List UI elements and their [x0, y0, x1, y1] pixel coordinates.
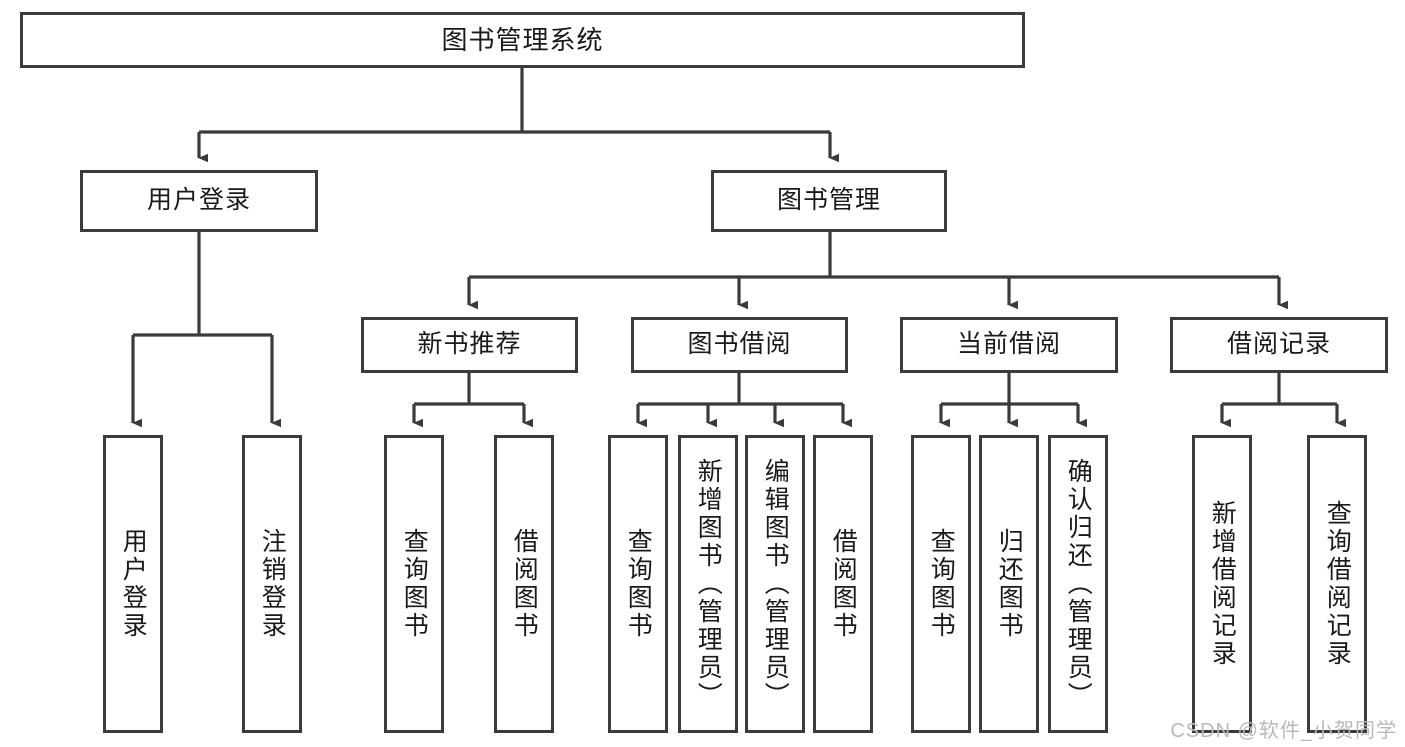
node-borrow-record[interactable]: 借阅记录	[1170, 317, 1388, 373]
node-label: 查询图书	[927, 528, 956, 640]
node-user-login[interactable]: 用户登录	[80, 170, 318, 232]
node-label: 图书管理	[776, 186, 881, 215]
leaf-edit-book-admin[interactable]: 编辑图书（管理员）	[745, 435, 805, 733]
node-label: 编辑图书（管理员）	[761, 458, 790, 710]
node-book-management[interactable]: 图书管理	[711, 170, 947, 232]
leaf-query-book-recommend[interactable]: 查询图书	[384, 435, 444, 733]
node-book-borrow[interactable]: 图书借阅	[631, 317, 848, 373]
leaf-user-logout[interactable]: 注销登录	[242, 435, 302, 733]
leaf-borrow-book[interactable]: 借阅图书	[813, 435, 873, 733]
leaf-query-book-borrow[interactable]: 查询图书	[608, 435, 668, 733]
node-label: 归还图书	[995, 528, 1024, 640]
node-book-management-system[interactable]: 图书管理系统	[20, 12, 1025, 68]
node-label: 借阅图书	[829, 528, 858, 640]
watermark: CSDN @软件_小贺同学	[1170, 720, 1397, 742]
node-current-borrow[interactable]: 当前借阅	[900, 317, 1118, 373]
leaf-user-login[interactable]: 用户登录	[103, 435, 163, 733]
node-label: 新增图书（管理员）	[694, 458, 723, 710]
node-label: 用户登录	[146, 186, 251, 215]
node-label: 图书管理系统	[441, 24, 604, 55]
node-label: 借阅图书	[510, 528, 539, 640]
leaf-confirm-return-admin[interactable]: 确认归还（管理员）	[1048, 435, 1108, 733]
node-label: 确认归还（管理员）	[1064, 458, 1093, 710]
leaf-return-book[interactable]: 归还图书	[979, 435, 1039, 733]
node-label: 当前借阅	[956, 330, 1061, 359]
leaf-add-book-admin[interactable]: 新增图书（管理员）	[678, 435, 738, 733]
node-label: 新书推荐	[417, 330, 522, 359]
node-label: 借阅记录	[1226, 330, 1331, 359]
node-label: 查询借阅记录	[1323, 500, 1352, 668]
node-label: 新增借阅记录	[1208, 500, 1237, 668]
node-label: 注销登录	[258, 528, 287, 640]
leaf-query-book-current[interactable]: 查询图书	[911, 435, 971, 733]
node-new-book-recommend[interactable]: 新书推荐	[361, 317, 578, 373]
leaf-add-borrow-record[interactable]: 新增借阅记录	[1192, 435, 1252, 733]
node-label: 查询图书	[400, 528, 429, 640]
node-label: 图书借阅	[687, 330, 792, 359]
node-label: 查询图书	[624, 528, 653, 640]
leaf-query-borrow-record[interactable]: 查询借阅记录	[1307, 435, 1367, 733]
leaf-borrow-book-recommend[interactable]: 借阅图书	[494, 435, 554, 733]
node-label: 用户登录	[119, 528, 148, 640]
